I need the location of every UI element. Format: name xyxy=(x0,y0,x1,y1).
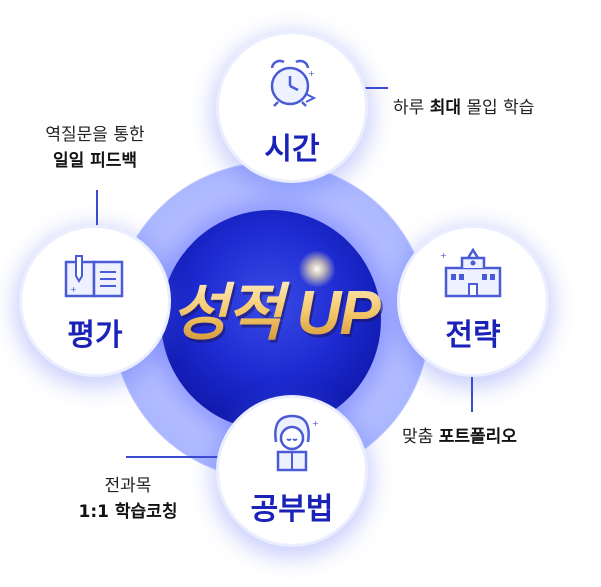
evaluation-label: 평가 xyxy=(67,318,123,353)
center-circle xyxy=(161,210,381,430)
svg-text:+: + xyxy=(70,285,77,294)
time-callout-bold: 최대 xyxy=(429,98,461,118)
study-callout-line1: 전과목 xyxy=(104,476,152,496)
evaluation-callout-line1: 역질문을 통한 xyxy=(45,125,145,145)
strategy-connector xyxy=(471,364,473,412)
strategy-node: + 전략 xyxy=(400,228,546,374)
evaluation-callout-line2: 일일 피드백 xyxy=(52,151,138,171)
study-label: 공부법 xyxy=(250,492,334,527)
study-node: + 공부법 xyxy=(219,398,365,544)
student-reading-icon: + xyxy=(274,414,319,472)
time-node: + 시간 xyxy=(219,34,365,180)
time-label: 시간 xyxy=(264,132,320,167)
evaluation-callout: 역질문을 통한 일일 피드백 xyxy=(20,122,170,174)
book-icon: + xyxy=(64,255,124,298)
study-callout-line2: 1:1 학습코칭 xyxy=(78,502,178,522)
strategy-label: 전략 xyxy=(445,318,501,353)
alarm-clock-icon: + xyxy=(270,59,317,107)
strategy-callout-pre: 맞춤 xyxy=(402,427,439,447)
time-callout: 하루 최대 몰입 학습 xyxy=(393,95,593,121)
svg-text:+: + xyxy=(308,69,315,78)
svg-text:+: + xyxy=(312,419,319,428)
strategy-callout-bold: 포트폴리오 xyxy=(438,427,517,447)
strategy-callout: 맞춤 포트폴리오 xyxy=(402,424,582,450)
evaluation-connector xyxy=(96,190,98,250)
evaluation-node: + 평가 xyxy=(22,228,168,374)
time-callout-post: 몰입 학습 xyxy=(460,98,535,118)
svg-text:+: + xyxy=(440,251,447,260)
sparkle xyxy=(295,247,339,291)
time-callout-pre: 하루 xyxy=(393,98,430,118)
study-connector xyxy=(126,456,234,458)
center-title: 성적 UP xyxy=(150,262,400,352)
study-callout: 전과목 1:1 학습코칭 xyxy=(58,473,198,525)
building-icon: + xyxy=(440,247,502,298)
